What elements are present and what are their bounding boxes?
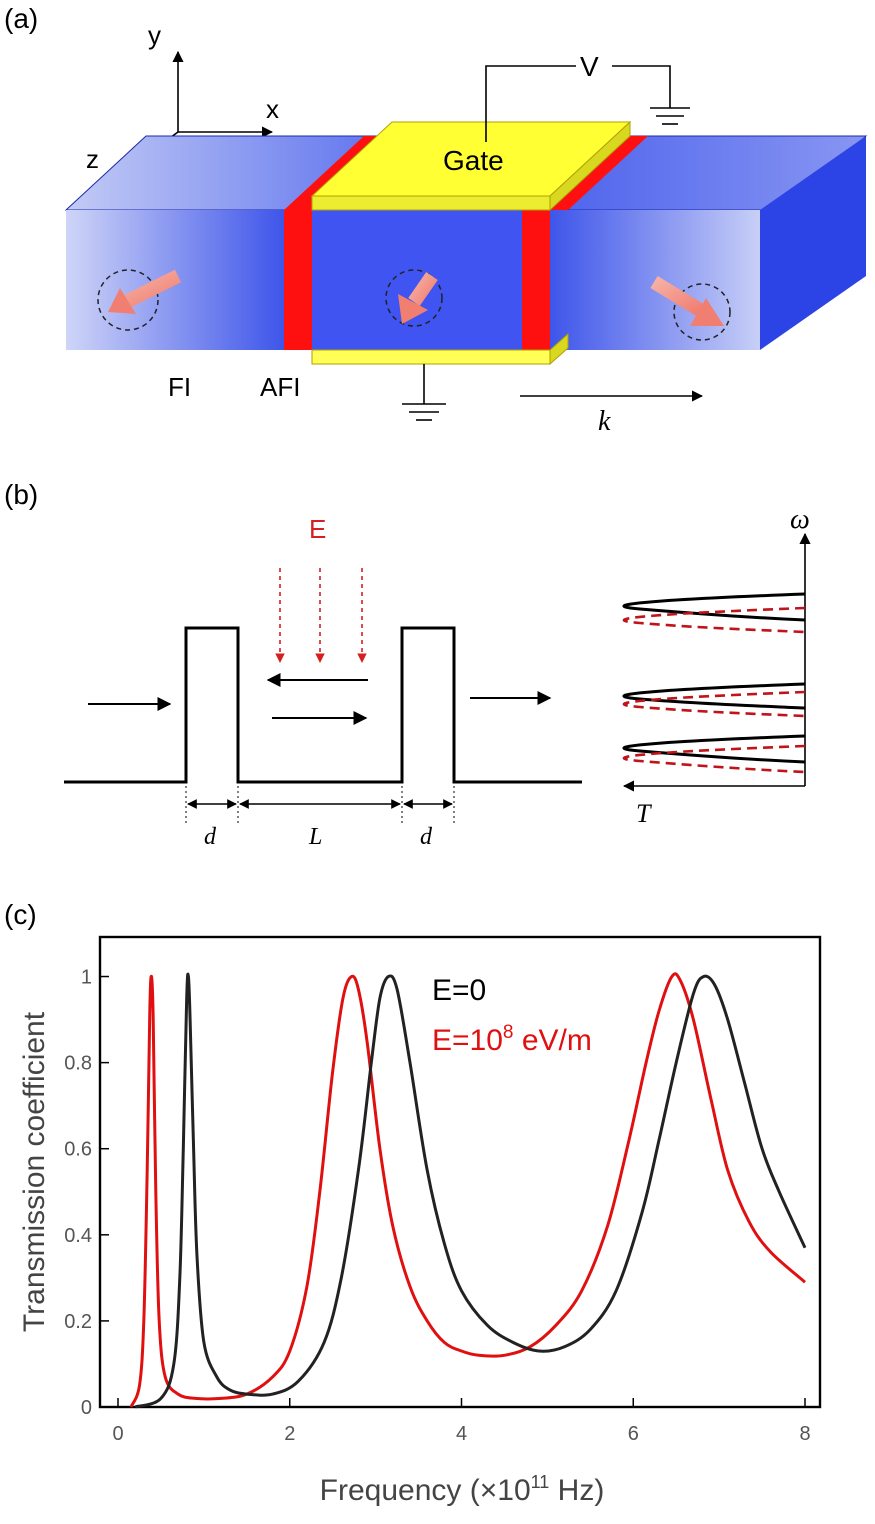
d-right-label: d	[420, 824, 433, 850]
gate-side-edge	[549, 120, 631, 212]
x-axis-title-suffix: Hz)	[549, 1474, 604, 1507]
resonance-peak-3	[622, 734, 806, 764]
wavevector-label: k	[598, 406, 611, 437]
shifted-peak-1	[622, 606, 806, 634]
afi-left-front	[284, 210, 312, 350]
z-axis-label: z	[86, 144, 99, 174]
legend-field-prefix: E=10	[432, 1024, 503, 1057]
slab-side-face	[760, 136, 866, 350]
fi-right-front	[550, 210, 760, 350]
t-label: T	[636, 799, 652, 828]
x-axis-title: Frequency (×1011 Hz)	[320, 1472, 605, 1507]
y-tick-label: 1	[81, 967, 92, 989]
gate-front-edge	[311, 195, 551, 211]
panel-b-label: (b)	[4, 479, 38, 510]
y-tick-label: 0.2	[64, 1311, 92, 1333]
legend-field-exponent: 8	[503, 1022, 514, 1043]
bottom-electrode-front	[311, 349, 551, 365]
transmission-inset: ω T	[622, 504, 811, 828]
afi-label: AFI	[260, 372, 300, 402]
shifted-peak-2	[622, 690, 806, 718]
x-tick-label: 2	[284, 1423, 295, 1445]
y-tick-label: 0.8	[64, 1053, 92, 1075]
precession-circle-icon	[673, 283, 731, 341]
gate-wire	[485, 65, 576, 142]
x-tick-label: 0	[112, 1423, 123, 1445]
y-axis-label: y	[148, 20, 161, 50]
plot-series	[129, 972, 807, 1409]
shifted-peak-3	[622, 744, 806, 774]
gate-label: Gate	[443, 145, 504, 176]
resonance-peak-2	[622, 682, 806, 710]
x-axis-title-exponent: 11	[531, 1472, 550, 1492]
panel-a: (a) y x z Gate	[4, 3, 868, 437]
gate-electrode: Gate	[310, 120, 632, 212]
bottom-electrode-side	[549, 332, 569, 366]
spin-arrow-head-icon	[398, 294, 428, 324]
spin-arrow-head-icon	[690, 298, 724, 326]
y-tick-label: 0.4	[64, 1225, 92, 1247]
fi-label: FI	[168, 372, 191, 402]
voltage-label: V	[580, 51, 599, 82]
afi-right-front	[522, 210, 550, 350]
panel-c: (c) 0 2 4 6 8 0 0.2 0.4 0.6 0.8 1 Transmission coe…	[4, 899, 822, 1507]
legend-field: E=108 eV/m	[432, 1022, 592, 1057]
plot-frame	[98, 935, 822, 1409]
electric-field-label: E	[309, 514, 326, 544]
spin-arrow-head-icon	[108, 288, 136, 314]
l-label: L	[308, 824, 322, 850]
x-axis-title-prefix: Frequency (×10	[320, 1474, 531, 1507]
spin-arrow-shaft	[122, 269, 182, 309]
y-tick-label: 0.6	[64, 1139, 92, 1161]
y-tick-label: 0	[81, 1397, 92, 1419]
series-line-e-zero	[134, 972, 807, 1409]
spin-center	[385, 269, 443, 327]
axis-ticks: 0 2 4 6 8 0 0.2 0.4 0.6 0.8 1	[64, 967, 810, 1445]
spin-right	[650, 276, 731, 341]
x-tick-label: 6	[628, 1423, 639, 1445]
spin-arrow-shaft	[650, 276, 704, 316]
x-tick-label: 4	[456, 1423, 467, 1445]
central-region-front	[312, 210, 522, 350]
series-line-e-field	[129, 972, 806, 1408]
panel-a-label: (a)	[4, 3, 38, 34]
panel-c-label: (c)	[4, 899, 37, 930]
omega-label: ω	[790, 504, 810, 535]
legend-field-unit: eV/m	[513, 1024, 591, 1057]
legend-zero: E=0	[432, 974, 486, 1007]
voltage-circuit: V	[402, 51, 690, 421]
spin-left	[97, 269, 182, 331]
dimension-markers: d L d	[185, 786, 455, 850]
panel-b: (b) E d L d ω T	[4, 479, 811, 850]
ground-wire-top	[612, 65, 671, 108]
double-barrier-potential	[64, 626, 582, 784]
spin-arrow-shaft	[408, 272, 438, 306]
precession-circle-icon	[97, 269, 159, 331]
precession-circle-icon	[385, 269, 443, 327]
x-axis-label: x	[266, 94, 279, 124]
y-axis-title: Transmission coefficient	[18, 1011, 51, 1332]
x-tick-label: 8	[799, 1423, 810, 1445]
d-left-label: d	[204, 824, 217, 850]
resonance-peak-1	[622, 592, 806, 622]
